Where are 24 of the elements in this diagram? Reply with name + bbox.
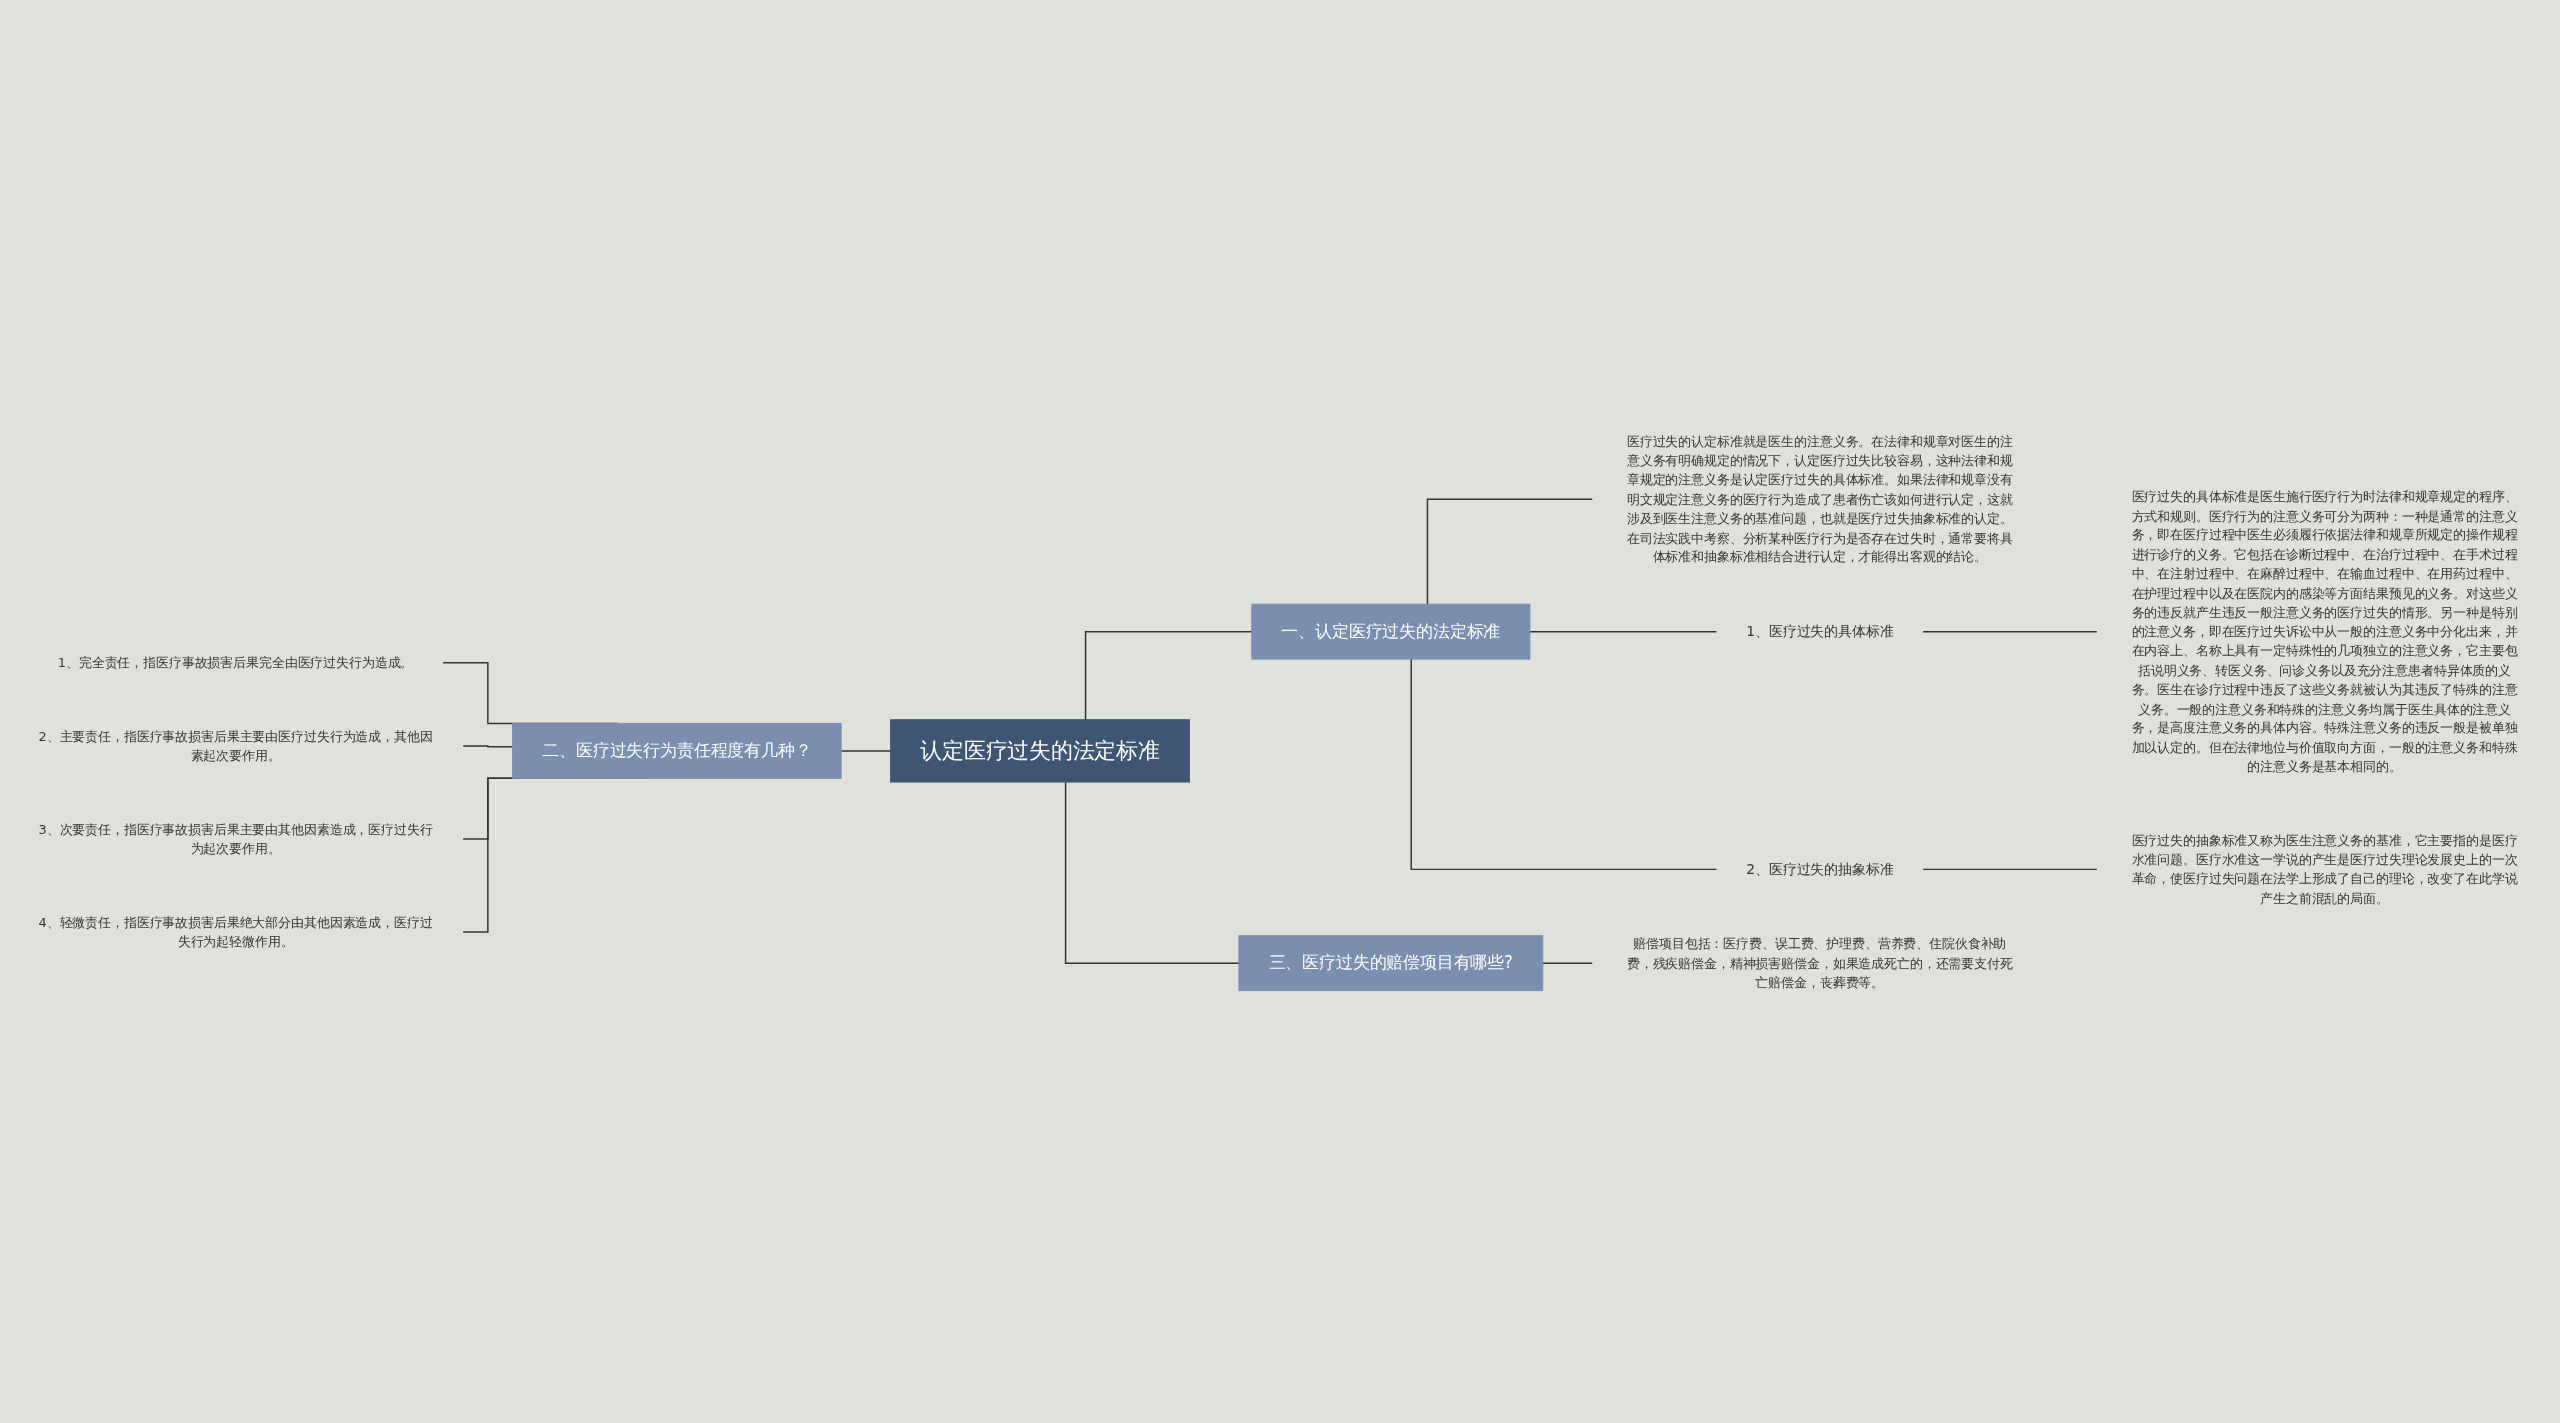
connector xyxy=(462,744,514,747)
node-text: 2、主要责任，指医疗事故损害后果主要由医疗过失行为造成，其他因素起次要作用。 xyxy=(38,728,433,763)
node-text: 2、医疗过失的抽象标准 xyxy=(1746,860,1894,877)
node-text: 3、次要责任，指医疗事故损害后果主要由其他因素造成，医疗过失行为起次要作用。 xyxy=(38,821,433,856)
connector xyxy=(1922,868,2098,870)
node-text: 医疗过失的抽象标准又称为医生注意义务的基准，它主要指的是医疗水准问题。医疗水准这一学说的产生是医疗过失理论发展史上的一次革命，使医疗过失问题在法学上形成了自己的理论，改变了在此学说产生之前混乱的局面。 xyxy=(2131,832,2518,906)
connector xyxy=(1084,630,1253,721)
connector xyxy=(1922,630,2098,632)
node-text: 1、医疗过失的具体标准 xyxy=(1746,622,1894,639)
node-text: 4、轻微责任，指医疗事故损害后果绝大部分由其他因素造成，医疗过失行为起轻微作用。 xyxy=(38,914,433,949)
connector xyxy=(840,749,892,752)
connector xyxy=(1529,630,1718,632)
node-text: 赔偿项目包括：医疗费、误工费、护理费、营养费、住院伙食补助费，残疾赔偿金，精神损害赔偿金，如果造成死亡的，还需要支付死亡赔偿金，丧葬费等。 xyxy=(1626,935,2013,990)
connector xyxy=(1542,962,1593,964)
connector xyxy=(1426,498,1593,605)
node-box: 认定医疗过失的法定标准 xyxy=(890,718,1190,783)
connector xyxy=(1410,657,1718,870)
node-box: 三、医疗过失的赔偿项目有哪些? xyxy=(1238,934,1544,991)
node-text: 医疗过失的认定标准就是医生的注意义务。在法律和规章对医生的注意义务有明确规定的情况下，认定医疗过失比较容易，这种法律和规章规定的注意义务是认定医疗过失的具体标准。如果法律和规章没有明文规定注意义务的医疗行为造成了患者伤亡该如何进行认定，这就涉及到医生注意义务的基准问题，也就是医疗过失抽象标准的认定。在司法实践中考察、分析某种医疗行为是否存在过失时，通常要将具体标准和抽象标准相结合进行认定，才能得出客观的结论。 xyxy=(1626,433,2013,564)
node-text: 1、完全责任，指医疗事故损害后果完全由医疗过失行为造成。 xyxy=(57,654,414,670)
node-text: 医疗过失的具体标准是医生施行医疗行为时法律和规章规定的程序、方式和规则。医疗行为的注意义务可分为两种：一种是通常的注意义务，即在医疗过程中医生必须履行依据法律和规章所规定的操作规程进行诊疗的义务。它包括在诊断过程中、在治疗过程中、在手术过程中、在注射过程中、在麻醉过程中、在输血过程中、在用药过程中、在护理过程中以及在医院内的感染等方面结果预见的义务。对这些义务的违反就产生违反一般注意义务的医疗过失的情形。另一种是特别的注意义务，即在医疗过失诉讼中从一般的注意义务中分化出来，并在内容上、名称上具有一定特殊性的几项独立的注意义务，它主要包括说明义务、转医义务、问诊义务以及充分注意患者特异体质的义务。医生在诊疗过程中违反了这些义务就被认为其违反了特殊的注意义务。一般的注意义务和特殊的注意义务均属于医生具体的注意义务，是高度注意义务的具体内容。特殊注意义务的违反一般是被单独加以认定的。但在法律地位与价值取向方面，一般的注意义务和特殊的注意义务是基本相同的。 xyxy=(2131,488,2518,774)
connector xyxy=(1064,780,1240,964)
node-box: 二、医疗过失行为责任程度有几种？ xyxy=(512,722,842,779)
node-box: 一、认定医疗过失的法定标准 xyxy=(1251,603,1531,660)
